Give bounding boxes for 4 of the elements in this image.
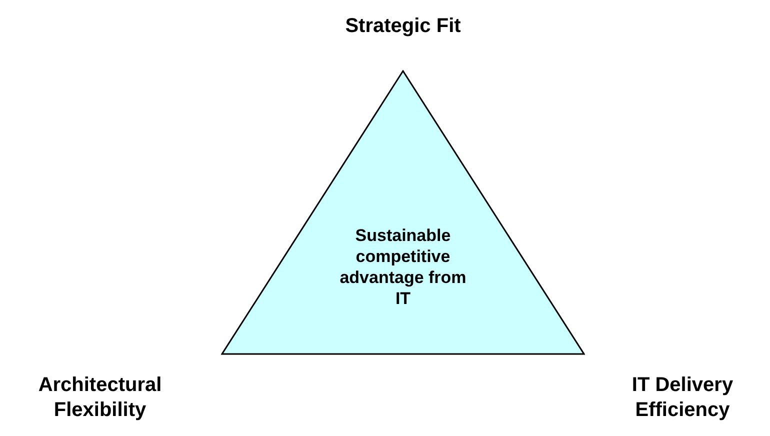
corner-label: IT Delivery Efficiency: [630, 373, 734, 423]
corner-label: Strategic Fit: [344, 14, 462, 39]
corner-label: Architectural Flexibility: [37, 373, 163, 423]
center-text: Sustainable competitive advantage from IT: [338, 225, 468, 309]
